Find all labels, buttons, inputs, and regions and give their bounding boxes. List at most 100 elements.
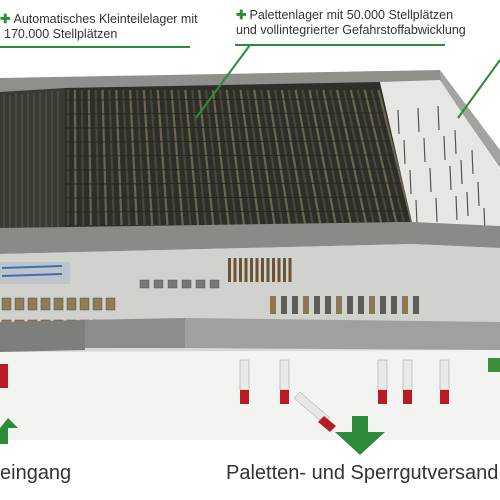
outer-wall-left <box>0 320 85 352</box>
storage-front-wall <box>0 222 500 254</box>
rack-row <box>211 89 230 226</box>
hall-column <box>443 135 446 161</box>
package-stack <box>1 297 12 311</box>
hall-column <box>471 149 474 175</box>
package-stack <box>40 297 51 311</box>
package-stack <box>14 297 25 311</box>
truck-cab <box>0 364 8 388</box>
pallet-racks <box>65 89 414 226</box>
rack-row <box>101 89 108 226</box>
rack-row <box>356 89 391 226</box>
truck-cab <box>318 416 336 432</box>
rack-row <box>322 89 353 226</box>
arrow-down-shaft <box>352 416 368 433</box>
pallet-row <box>270 296 276 314</box>
arrow-up-icon <box>0 418 18 428</box>
caption-right-text: Paletten- und Sperrgutversand <box>226 462 499 484</box>
rack-row <box>156 89 169 226</box>
pallet-row <box>239 258 242 282</box>
caption-left: eingang <box>0 462 71 485</box>
truck-trailer <box>279 359 290 391</box>
rack-row <box>370 89 406 226</box>
inner-wall-left <box>85 318 185 348</box>
truck-cab <box>488 358 500 372</box>
rack-row <box>342 89 376 226</box>
callout-pallet: ✚Palettenlager mit 50.000 Stellplätzen u… <box>236 8 466 38</box>
pallet-row <box>336 296 342 314</box>
callout-pallet-line2: und vollintegrierter Gefahrstoffabwicklu… <box>236 23 466 37</box>
truck-trailer <box>239 359 250 391</box>
rack-row <box>122 89 131 226</box>
rack-level <box>65 112 384 115</box>
workstation <box>153 279 164 289</box>
package-stack <box>66 297 77 311</box>
workstation <box>139 279 150 289</box>
rack-level <box>65 210 408 213</box>
hall-column <box>454 129 457 155</box>
rack-row <box>246 89 268 226</box>
hall-column <box>449 165 452 191</box>
rack-level <box>65 98 381 101</box>
rack-row <box>308 89 337 226</box>
pallet-row <box>255 258 259 282</box>
rack-row <box>336 89 368 226</box>
rack-row <box>170 89 184 226</box>
callout-leaders <box>0 44 500 119</box>
hall-column <box>397 109 400 135</box>
package-stack <box>105 297 116 311</box>
package-stack <box>79 297 90 311</box>
rack-row <box>287 89 314 226</box>
rack-row <box>218 89 238 226</box>
conveyor-lines <box>1 265 63 277</box>
rack-level <box>65 182 401 185</box>
rack-row <box>149 89 161 226</box>
callout-small-parts-line2: 170.000 Stellplätzen <box>4 27 118 41</box>
rack-row <box>301 89 330 226</box>
rack-level <box>65 196 404 199</box>
rack-row <box>184 89 200 226</box>
rack-row <box>80 89 85 226</box>
rack-row <box>349 89 383 226</box>
empty-hall-floor <box>380 80 500 228</box>
rack-row <box>253 89 276 226</box>
pallet-row <box>325 296 331 314</box>
hall-column <box>429 167 432 193</box>
callout-small-parts-line1: Automatisches Kleinteilelager mit <box>13 12 198 26</box>
rack-row <box>163 89 177 226</box>
rack-level <box>65 140 391 143</box>
rack-row <box>94 89 100 226</box>
pallet-row <box>402 296 408 314</box>
rack-row <box>363 89 399 226</box>
truck-yard <box>0 350 500 440</box>
right-wall <box>440 70 500 168</box>
truck-cab <box>240 390 249 404</box>
hall-column <box>435 197 438 223</box>
pallet-row <box>314 296 320 314</box>
rack-row <box>115 89 123 226</box>
pallet-row <box>272 258 275 282</box>
hall-column <box>423 137 426 163</box>
pallet-row <box>233 258 237 282</box>
rack-row <box>129 89 138 226</box>
truck-cab <box>378 390 387 404</box>
rack-row <box>135 89 146 226</box>
caption-right: Paletten- und Sperrgutversand <box>226 462 498 485</box>
truck-trailer <box>377 359 388 391</box>
hall-column <box>437 105 440 131</box>
trucks <box>0 358 500 432</box>
pallet-row <box>228 258 231 282</box>
hall-column <box>455 195 458 221</box>
hall-column <box>460 159 463 185</box>
pallet-row <box>288 258 292 282</box>
plus-icon: ✚ <box>236 8 247 22</box>
package-stack <box>53 297 64 311</box>
staging-packages <box>1 258 419 333</box>
rack-row <box>377 89 414 226</box>
hall-column <box>466 191 469 217</box>
rack-row <box>232 89 253 226</box>
rack-row <box>315 89 345 226</box>
hall-column <box>403 139 406 165</box>
caption-left-text: eingang <box>0 462 72 484</box>
rack-row <box>191 89 207 226</box>
workstation <box>167 279 178 289</box>
